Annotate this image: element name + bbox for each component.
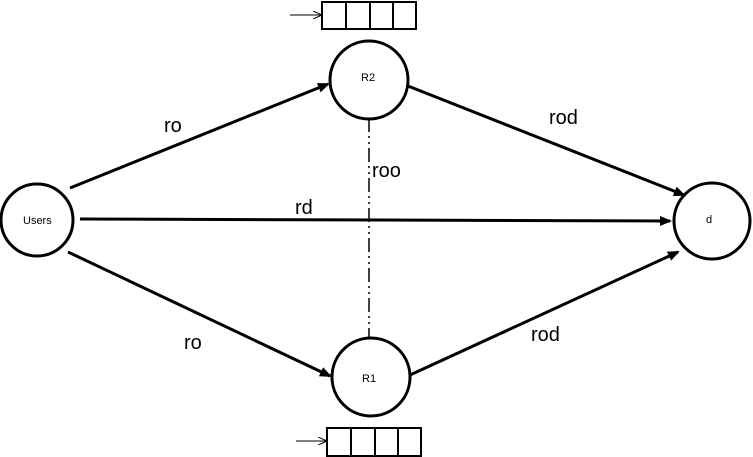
node-label-users: Users xyxy=(23,215,52,227)
edge-label-r1-d: rod xyxy=(531,324,560,346)
node-d[interactable] xyxy=(672,181,752,261)
edge-label-users-d: rd xyxy=(295,197,313,219)
edge-label-r2-r1: roo xyxy=(372,160,401,182)
edge-label-r2-d: rod xyxy=(549,107,578,129)
edge-users-r2 xyxy=(69,82,330,190)
node-users[interactable] xyxy=(0,182,75,258)
edge-label-users-r1: ro xyxy=(184,332,202,354)
edge-users-d xyxy=(79,215,672,226)
node-r1[interactable] xyxy=(330,336,412,418)
queue-r1 xyxy=(296,427,422,457)
node-label-r2: R2 xyxy=(361,72,375,84)
node-label-r1: R1 xyxy=(362,373,376,385)
edge-users-r1 xyxy=(67,250,332,378)
node-label-d: d xyxy=(706,214,712,226)
edge-label-users-r2: ro xyxy=(164,115,182,137)
edge-r1-d xyxy=(409,250,680,377)
node-r2[interactable] xyxy=(328,39,410,121)
queue-r2 xyxy=(290,1,417,30)
edge-r2-d xyxy=(407,84,686,197)
